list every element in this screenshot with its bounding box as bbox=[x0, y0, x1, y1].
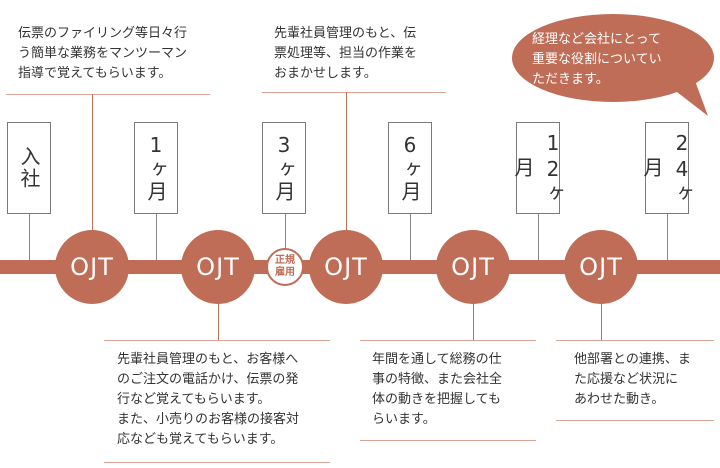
milestone-connector-5 bbox=[538, 214, 539, 262]
top-note-2: 先輩社員管理のもと、伝 票処理等、担当の作業を おまかせします。 bbox=[274, 26, 418, 81]
bottom-note-2-connector bbox=[473, 304, 474, 340]
bottom-note-1-connector bbox=[218, 304, 219, 340]
speech-bubble-tail bbox=[664, 78, 708, 116]
bottom-note-3: 他部署との連携、ま た応援など状況に あわせた動き。 bbox=[574, 352, 691, 407]
bottom-note-3-bottom-rule bbox=[556, 420, 714, 421]
ojt-circle-2: OJT bbox=[181, 230, 255, 304]
top-note-2-rule bbox=[262, 92, 446, 93]
milestone-start: 入社 bbox=[7, 122, 51, 214]
bottom-note-2-top-rule bbox=[360, 340, 536, 341]
ojt-circle-1: OJT bbox=[55, 230, 129, 304]
milestone-6-months: 6ヶ月 bbox=[388, 122, 432, 214]
top-note-1-connector bbox=[92, 94, 93, 232]
ojt-circle-3: OJT bbox=[309, 230, 383, 304]
bottom-note-2: 年間を通して総務の仕 事の特徴、また会社全 体の動きを把握しても らいます。 bbox=[372, 352, 503, 427]
bottom-note-3-connector bbox=[601, 304, 602, 340]
milestone-connector-2 bbox=[156, 214, 157, 262]
milestone-3-months: 3ヶ月 bbox=[262, 122, 306, 214]
milestone-24-months: 24ヶ月 bbox=[640, 122, 694, 214]
bottom-note-3-top-rule bbox=[556, 340, 714, 341]
milestone-connector-3 bbox=[285, 214, 286, 250]
milestone-12-months: 12ヶ月 bbox=[511, 122, 565, 214]
bottom-note-1-top-rule bbox=[104, 340, 330, 341]
bottom-note-1-bottom-rule bbox=[104, 462, 330, 463]
bottom-note-1: 先輩社員管理のもと、お客様へ のご注文の電話かけ、伝票の発 行など覚えてもらいま… bbox=[117, 352, 300, 447]
speech-bubble-text: 経理など会社にとって 重要な役割についてい ただきます。 bbox=[532, 32, 662, 87]
milestone-connector-6 bbox=[667, 214, 668, 262]
milestone-connector-1 bbox=[29, 214, 30, 262]
top-note-2-connector bbox=[346, 92, 347, 232]
top-note-1-rule bbox=[6, 94, 210, 95]
bottom-note-2-bottom-rule bbox=[360, 440, 536, 441]
ojt-circle-4: OJT bbox=[436, 230, 510, 304]
regular-employment-badge: 正規 雇用 bbox=[266, 248, 304, 286]
milestone-1-month: 1ヶ月 bbox=[134, 122, 178, 214]
top-note-1: 伝票のファイリング等日々行 う簡単な業務をマンツーマン 指導で覚えてもらいます。 bbox=[18, 26, 188, 81]
milestone-connector-4 bbox=[410, 214, 411, 262]
ojt-circle-5: OJT bbox=[564, 230, 638, 304]
